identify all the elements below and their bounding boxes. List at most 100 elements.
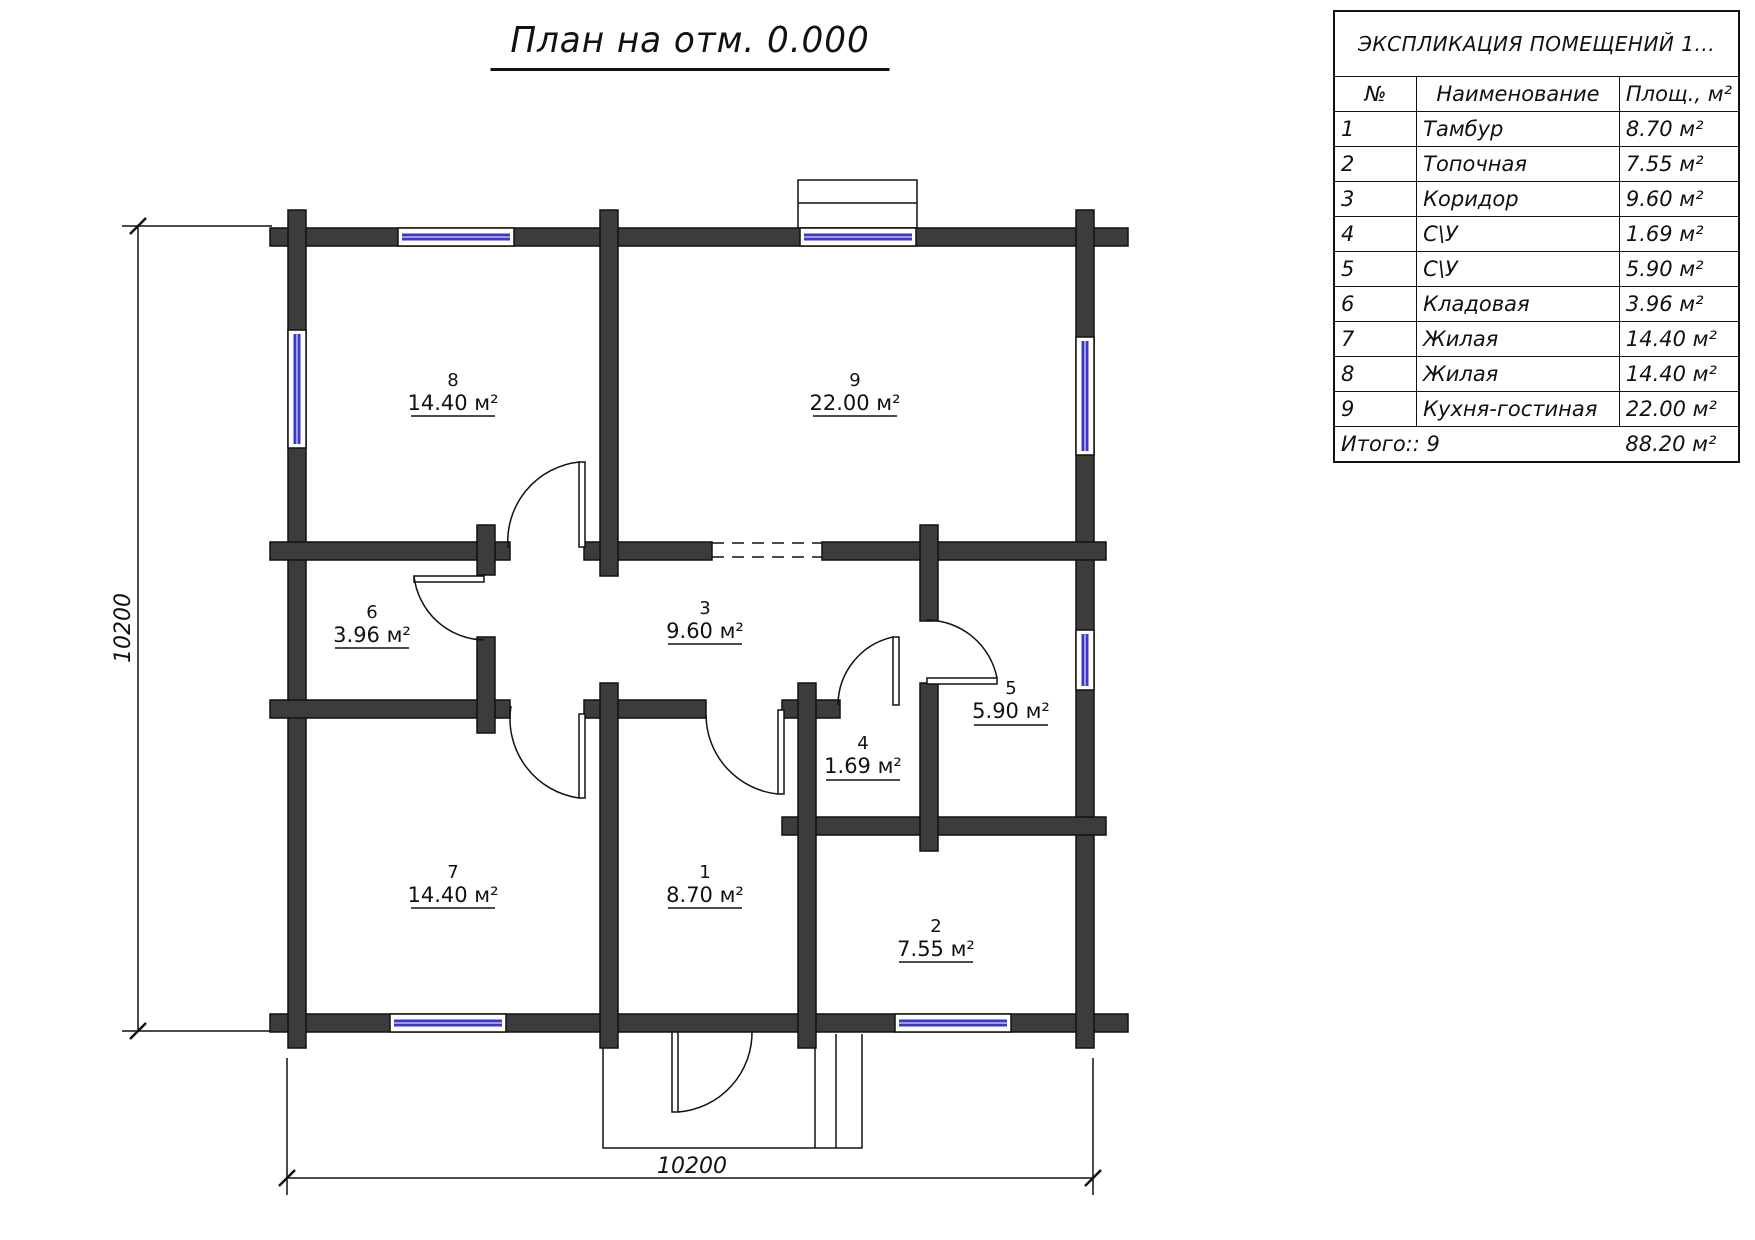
room-number: 7 [447, 862, 458, 883]
row-num: 6 [1333, 286, 1418, 322]
room-label-3: 3 9.60 м² [666, 598, 744, 645]
room-area: 5.90 м² [972, 699, 1050, 723]
room-area: 22.00 м² [809, 391, 900, 415]
header-name: Наименование [1416, 76, 1620, 112]
wall-segment [1075, 209, 1095, 1049]
window [287, 329, 307, 449]
room-number: 8 [447, 370, 458, 391]
room-label-7: 7 14.40 м² [407, 862, 499, 909]
room-area: 3.96 м² [333, 623, 411, 647]
wall-segment [269, 699, 511, 719]
wall-segment [599, 209, 619, 577]
room-label-1: 1 8.70 м² [666, 862, 744, 909]
room-label-6: 6 3.96 м² [333, 602, 411, 649]
row-name: Жилая [1416, 356, 1620, 392]
row-name: С\У [1416, 216, 1620, 252]
row-name: Кухня-гостиная [1416, 391, 1620, 427]
dimension-vertical-label: 10200 [111, 593, 136, 663]
windows [287, 227, 1095, 1033]
explication-caption: ЭКСПЛИКАЦИЯ ПОМЕЩЕНИЙ 1... [1333, 10, 1740, 77]
room-number: 2 [930, 916, 941, 937]
row-area: 3.96 м² [1618, 286, 1740, 322]
wall-segment [919, 524, 939, 622]
header-area: Площ., м² [1618, 76, 1740, 112]
room-number: 6 [366, 602, 377, 623]
entrance-porch [602, 1015, 863, 1149]
row-area: 9.60 м² [1618, 181, 1740, 217]
row-area: 7.55 м² [1618, 146, 1740, 182]
room-label-9: 9 22.00 м² [809, 370, 901, 417]
doors [413, 461, 998, 799]
plan-title: План на отм. 0.000 [490, 18, 890, 71]
row-area: 14.40 м² [1618, 356, 1740, 392]
row-num: 3 [1333, 181, 1418, 217]
open-passage [712, 542, 822, 558]
row-name: Кладовая [1416, 286, 1620, 322]
row-num: 2 [1333, 146, 1418, 182]
window [389, 1013, 507, 1033]
row-num: 9 [1333, 391, 1418, 427]
row-area: 5.90 м² [1618, 251, 1740, 287]
row-area: 8.70 м² [1618, 111, 1740, 147]
room-area: 1.69 м² [824, 754, 902, 778]
wall-segment [476, 636, 496, 734]
chimney-outline [797, 179, 918, 229]
row-name: Коридор [1416, 181, 1620, 217]
row-name: Жилая [1416, 321, 1620, 357]
wall-segment [797, 682, 817, 1049]
window [799, 227, 917, 247]
row-area: 1.69 м² [1618, 216, 1740, 252]
room-area: 9.60 м² [666, 619, 744, 643]
window [1075, 629, 1095, 691]
room-label-2: 2 7.55 м² [897, 916, 975, 963]
row-name: Топочная [1416, 146, 1620, 182]
wall-segment [781, 816, 1107, 836]
row-num: 5 [1333, 251, 1418, 287]
room-label-8: 8 14.40 м² [407, 370, 499, 417]
room-area: 14.40 м² [407, 883, 498, 907]
wall-segment [269, 541, 511, 561]
dimension-lines [122, 217, 1102, 1195]
row-area: 22.00 м² [1618, 391, 1740, 427]
room-area: 8.70 м² [666, 883, 744, 907]
window [1075, 336, 1095, 456]
row-num: 7 [1333, 321, 1418, 357]
explication-total-row: Итого:: 9 88.20 м² [1333, 426, 1740, 463]
room-labels: 8 14.40 м² 9 22.00 м² 6 3.96 м² 3 9.60 м… [333, 370, 1050, 963]
wall-segment [919, 682, 939, 852]
room-number: 1 [699, 862, 710, 883]
row-num: 4 [1333, 216, 1418, 252]
row-num: 8 [1333, 356, 1418, 392]
room-number: 3 [699, 598, 710, 619]
room-number: 9 [849, 370, 860, 391]
wall-segment [599, 682, 619, 1049]
room-label-4: 4 1.69 м² [824, 733, 902, 781]
room-area: 7.55 м² [897, 937, 975, 961]
dimension-horizontal-label: 10200 [657, 1154, 727, 1179]
row-num: 1 [1333, 111, 1418, 147]
explication-header-row: № Наименование Площ., м² [1333, 76, 1740, 112]
room-explication-table: ЭКСПЛИКАЦИЯ ПОМЕЩЕНИЙ 1... № Наименовани… [1333, 10, 1740, 463]
window [894, 1013, 1012, 1033]
wall-segment [821, 541, 1107, 561]
room-number: 4 [857, 733, 868, 754]
header-num: № [1333, 76, 1418, 112]
room-label-5: 5 5.90 м² [972, 678, 1050, 726]
total-area: 88.20 м² [1619, 426, 1740, 463]
row-area: 14.40 м² [1618, 321, 1740, 357]
window [397, 227, 515, 247]
row-name: Тамбур [1416, 111, 1620, 147]
row-name: С\У [1416, 251, 1620, 287]
room-area: 14.40 м² [407, 391, 498, 415]
